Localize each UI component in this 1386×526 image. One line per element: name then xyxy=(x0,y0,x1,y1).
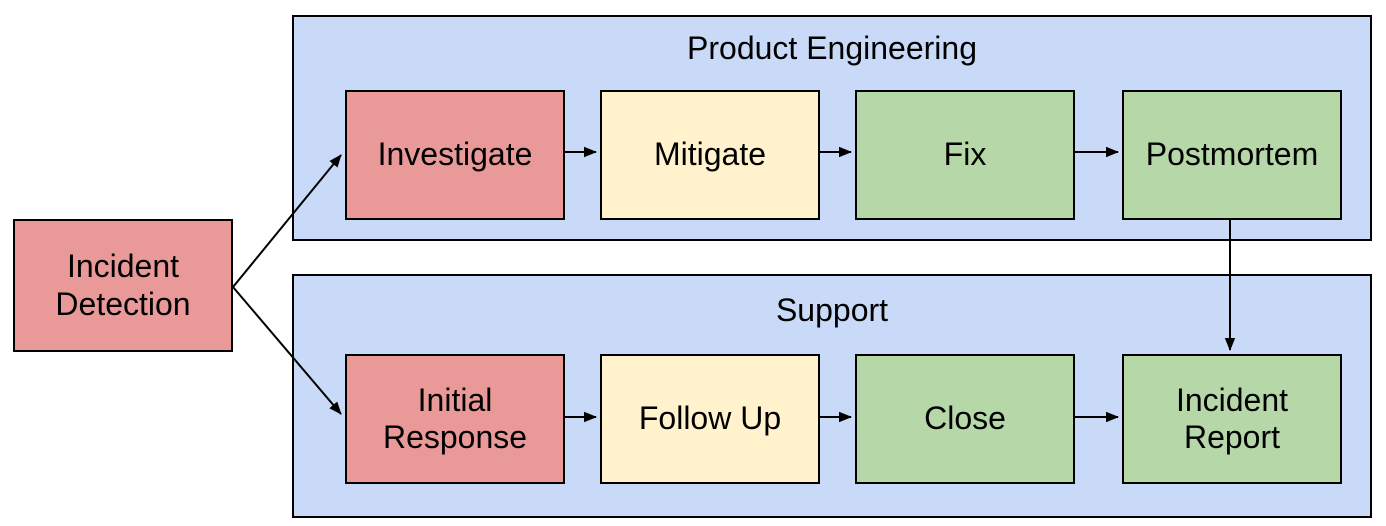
lane-product-engineering: Product Engineering Investigate Mitigate… xyxy=(292,15,1372,241)
node-investigate: Investigate xyxy=(345,90,565,220)
node-incident-report: Incident Report xyxy=(1122,354,1342,484)
node-mitigate: Mitigate xyxy=(600,90,820,220)
node-fix: Fix xyxy=(855,90,1075,220)
lane-support: Support Initial Response Follow Up Close… xyxy=(292,274,1372,518)
node-initial-response: Initial Response xyxy=(345,354,565,484)
node-follow-up: Follow Up xyxy=(600,354,820,484)
lane-title-product-engineering: Product Engineering xyxy=(687,30,977,66)
node-postmortem: Postmortem xyxy=(1122,90,1342,220)
node-close: Close xyxy=(855,354,1075,484)
lane-title-support: Support xyxy=(775,292,889,328)
node-incident-detection: Incident Detection xyxy=(13,219,233,352)
